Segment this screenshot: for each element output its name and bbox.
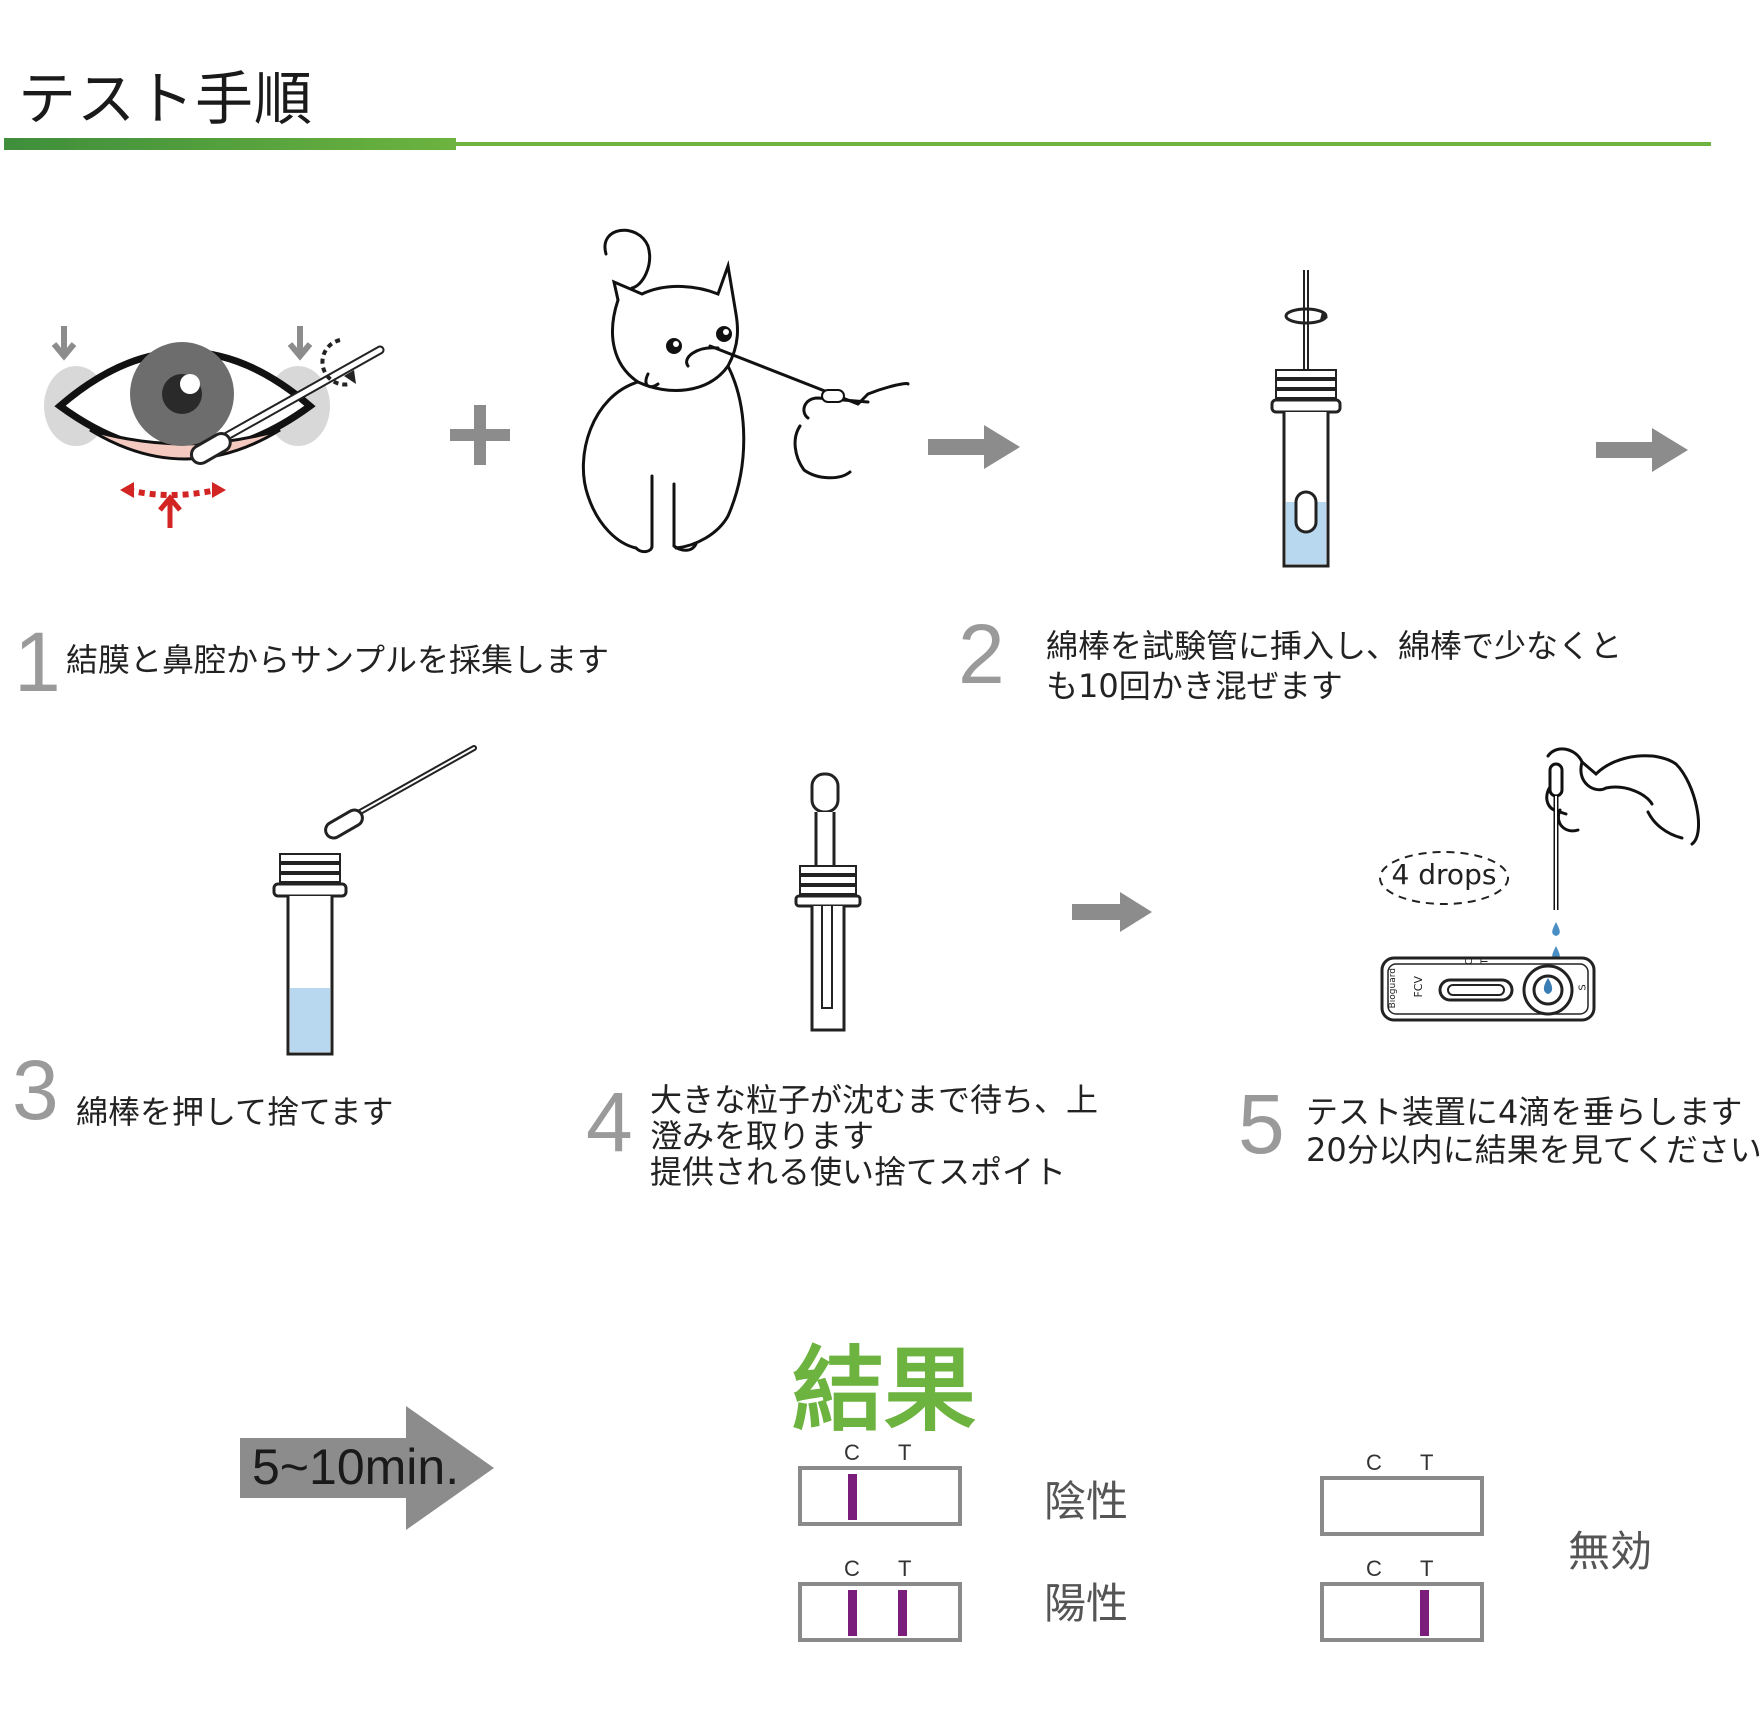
test-line — [1420, 1590, 1429, 1636]
invalid-result-strip-empty — [1320, 1476, 1484, 1536]
step-3-text: 綿棒を押して捨てます — [76, 1093, 394, 1131]
tube-discard-swab-illustration — [272, 745, 477, 1056]
cassette-t-label: T — [1479, 958, 1491, 965]
step-1-number: 1 — [14, 615, 61, 709]
step-2-number: 2 — [958, 607, 1005, 701]
step-2-text-line2: も10回かき混ぜます — [1046, 667, 1343, 705]
right-arrow-icon — [1596, 428, 1688, 472]
plus-icon — [450, 405, 510, 465]
tube-stir-illustration — [1270, 270, 1342, 568]
dropper-tube-illustration — [794, 772, 862, 1032]
invalid-2-t-label: T — [1420, 1556, 1434, 1581]
invalid-1-c-label: C — [1366, 1450, 1382, 1475]
negative-result-strip — [798, 1466, 962, 1526]
control-line — [848, 1474, 857, 1520]
eye-swab-illustration — [44, 326, 385, 528]
step-5-number: 5 — [1238, 1077, 1285, 1171]
test-line — [898, 1590, 907, 1636]
right-arrow-icon — [1072, 892, 1152, 932]
page-title: テスト手順 — [18, 65, 314, 133]
cassette-test-name: FCV — [1412, 976, 1425, 998]
negative-t-label: T — [898, 1440, 912, 1465]
invalid-1-t-label: T — [1420, 1450, 1434, 1475]
negative-c-label: C — [844, 1440, 860, 1465]
wait-arrow — [240, 1406, 494, 1530]
title-underline — [456, 142, 1711, 146]
wait-time-label: 5~10min. — [252, 1439, 460, 1495]
cassette-brand: Bioguard — [1388, 968, 1398, 1009]
step-3-number: 3 — [12, 1043, 59, 1137]
right-arrow-icon — [928, 425, 1020, 469]
hand-pipette-illustration — [1545, 747, 1700, 910]
positive-label: 陽性 — [1044, 1579, 1129, 1628]
step-4-text-line3: 提供される使い捨てスポイト — [650, 1153, 1067, 1191]
step-1-text: 結膜と鼻腔からサンプルを採集します — [66, 641, 610, 679]
step-5-text-line2: 20分以内に結果を見てください — [1306, 1131, 1762, 1169]
positive-t-label: T — [898, 1556, 912, 1581]
title-underline-accent — [4, 138, 456, 150]
cassette-c-label: C — [1463, 958, 1475, 965]
cassette-s-label: S — [1577, 984, 1589, 991]
drops-label: 4 drops — [1391, 858, 1497, 891]
step-5-text-line1: テスト装置に4滴を垂らします — [1306, 1093, 1743, 1131]
cat-nasal-swab-illustration — [581, 228, 910, 554]
negative-label: 陰性 — [1044, 1477, 1129, 1526]
drops-bubble — [1379, 851, 1509, 905]
control-line — [848, 1590, 857, 1636]
step-4-number: 4 — [586, 1075, 633, 1169]
test-cassette — [1380, 956, 1596, 1022]
results-title: 結果 — [792, 1337, 977, 1444]
invalid-result-strip-test-only — [1320, 1582, 1484, 1642]
positive-c-label: C — [844, 1556, 860, 1581]
invalid-2-c-label: C — [1366, 1556, 1382, 1581]
step-4-text-line1: 大きな粒子が沈むまで待ち、上 — [650, 1081, 1099, 1119]
positive-result-strip — [798, 1582, 962, 1642]
step-4-text-line2: 澄みを取ります — [650, 1117, 875, 1155]
step-2-text-line1: 綿棒を試験管に挿入し、綿棒で少なくと — [1046, 627, 1623, 665]
invalid-label: 無効 — [1568, 1527, 1653, 1576]
